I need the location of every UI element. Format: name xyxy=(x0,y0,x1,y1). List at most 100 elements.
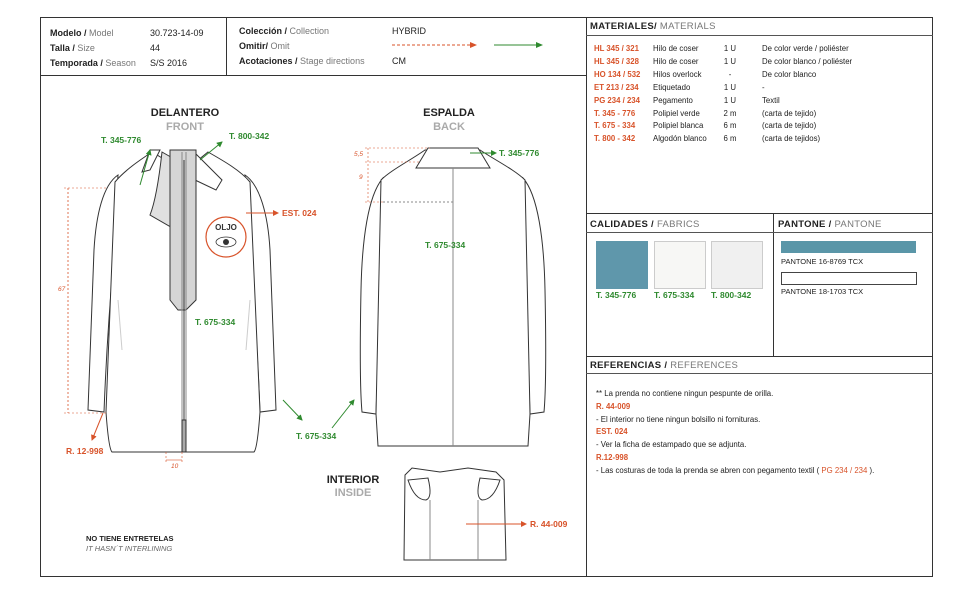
material-qty: 1 U xyxy=(723,44,737,53)
callout-sleeve: T. 675-334 xyxy=(296,431,337,441)
size-label: Talla / Size xyxy=(50,43,95,53)
header-col-divider xyxy=(226,17,227,75)
references-title-rule xyxy=(586,373,933,374)
callout-inside-ref: R. 44-009 xyxy=(530,519,568,529)
front-collar-left xyxy=(141,149,161,173)
material-name: Hilo de coser xyxy=(653,56,699,66)
reference-last-line: - Las costuras de toda la prenda se abre… xyxy=(596,466,875,475)
pantone-chip-1 xyxy=(781,241,916,253)
material-qty: 6 m xyxy=(723,134,737,144)
sheet-frame xyxy=(40,17,933,577)
material-code: PG 234 / 234 xyxy=(594,95,640,105)
season-label: Temporada / Season xyxy=(50,58,136,68)
material-qty: - xyxy=(728,69,732,79)
legend-arrows xyxy=(392,42,543,48)
front-lapel-right xyxy=(193,150,223,191)
model-value: 30.723-14-09 xyxy=(150,28,204,38)
material-desc: - xyxy=(762,82,765,92)
callout-front-body: T. 675-334 xyxy=(195,317,236,327)
reference-code: EST. 024 xyxy=(596,427,628,437)
dim-yoke-height: 9 xyxy=(359,174,363,181)
back-subtitle: BACK xyxy=(433,121,465,133)
material-row: PG 234 / 234 Pegamento 1 U Textil xyxy=(594,96,924,108)
header-divider xyxy=(40,75,586,76)
material-name: Etiquetado xyxy=(653,82,691,92)
inside-jacket xyxy=(403,467,507,561)
material-name: Polipiel verde xyxy=(653,108,700,118)
callout-back-body: T. 675-334 xyxy=(425,240,466,250)
material-row: HO 134 / 532 Hilos overlock - De color blan… xyxy=(594,70,924,82)
fabric-label-3: T. 800-342 xyxy=(711,290,752,300)
back-jacket xyxy=(359,147,547,447)
collection-label: Colección / Collection xyxy=(239,26,330,36)
material-qty: 1 U xyxy=(723,82,737,92)
front-subtitle: FRONT xyxy=(166,121,204,133)
dim-collar-height: 5,5 xyxy=(354,151,364,158)
reference-code: R.12-998 xyxy=(596,453,629,462)
material-code: HL 345 / 321 xyxy=(594,44,639,53)
material-code: ET 213 / 234 xyxy=(594,82,639,92)
print-word: OLJO xyxy=(215,223,237,232)
inside-title: INTERIOR xyxy=(326,474,380,486)
material-qty: 6 m xyxy=(723,121,737,131)
front-left-sleeve xyxy=(87,174,119,413)
callout-front-collar: T. 345-776 xyxy=(101,135,142,145)
material-qty: 1 U xyxy=(723,56,737,66)
fabric-swatch-1 xyxy=(596,241,648,289)
fabrics-divider xyxy=(586,356,933,357)
fabrics-title: CALIDADES / FABRICS xyxy=(590,219,700,230)
front-jacket xyxy=(87,149,277,453)
materials-divider xyxy=(586,213,933,214)
dim-hem-width: 10 xyxy=(171,463,179,470)
material-qty: 1 U xyxy=(723,95,737,105)
callout-front-lining: T. 800-342 xyxy=(229,131,270,141)
fabrics-title-rule xyxy=(586,232,933,233)
inside-subtitle: INSIDE xyxy=(334,487,372,499)
collection-value: HYBRID xyxy=(392,26,427,36)
references-title: REFERENCIAS / REFERENCES xyxy=(590,360,739,371)
material-desc: Textil xyxy=(762,95,780,105)
materials-title: MATERIALES/ MATERIALS xyxy=(590,21,716,32)
material-name: Hilo de coser xyxy=(653,44,699,53)
fabric-swatch-3 xyxy=(711,241,763,289)
stage-value: CM xyxy=(392,56,406,66)
fabric-label-1: T. 345-776 xyxy=(596,290,637,300)
dim-length: 67 xyxy=(58,286,66,293)
material-desc: (carta de tejidos) xyxy=(762,134,821,144)
reference-line: ** La prenda no contiene ningun pespunte… xyxy=(596,389,774,398)
material-row: T. 345 - 776 Polipiel verde 2 m (carta de t… xyxy=(594,109,924,121)
material-desc: (carta de tejido) xyxy=(762,121,817,131)
callout-back-collar: T. 345-776 xyxy=(499,148,540,158)
material-name: Pegamento xyxy=(653,95,693,105)
material-name: Hilos overlock xyxy=(653,69,702,79)
fabric-swatch-2 xyxy=(654,241,706,289)
material-code: HO 134 / 532 xyxy=(594,69,641,79)
fabrics-pantone-divider xyxy=(773,213,774,356)
fabric-label-2: T. 675-334 xyxy=(654,290,695,300)
material-name: Polipiel blanca xyxy=(653,121,704,131)
front-body xyxy=(105,151,183,453)
material-code: T. 345 - 776 xyxy=(594,108,636,118)
pantone-title: PANTONE / PANTONE xyxy=(778,219,882,230)
pantone-name-1: PANTONE 16-8769 TCX xyxy=(781,257,864,266)
front-lining xyxy=(169,149,197,311)
material-code: T. 800 - 342 xyxy=(594,134,636,144)
right-panel-divider xyxy=(586,17,587,577)
model-label: Modelo / Model xyxy=(50,28,114,38)
material-code: HL 345 / 328 xyxy=(594,56,639,66)
pantone-chip-2 xyxy=(781,272,917,285)
materials-title-rule xyxy=(586,35,933,36)
material-desc: (carta de tejido) xyxy=(762,108,817,118)
season-value: S/S 2016 xyxy=(150,58,188,68)
material-qty: 2 m xyxy=(723,108,737,118)
callout-front-print: EST. 024 xyxy=(282,208,317,218)
material-desc: De color blanco xyxy=(762,69,817,79)
reference-line: - Ver la ficha de estampado que se adjun… xyxy=(596,440,747,450)
reference-line: - El interior no tiene ningun bolsillo n… xyxy=(596,414,761,424)
stage-label: Acotaciones / Stage directions xyxy=(239,56,365,66)
material-row: ET 213 / 234 Etiquetado 1 U - xyxy=(594,83,924,95)
